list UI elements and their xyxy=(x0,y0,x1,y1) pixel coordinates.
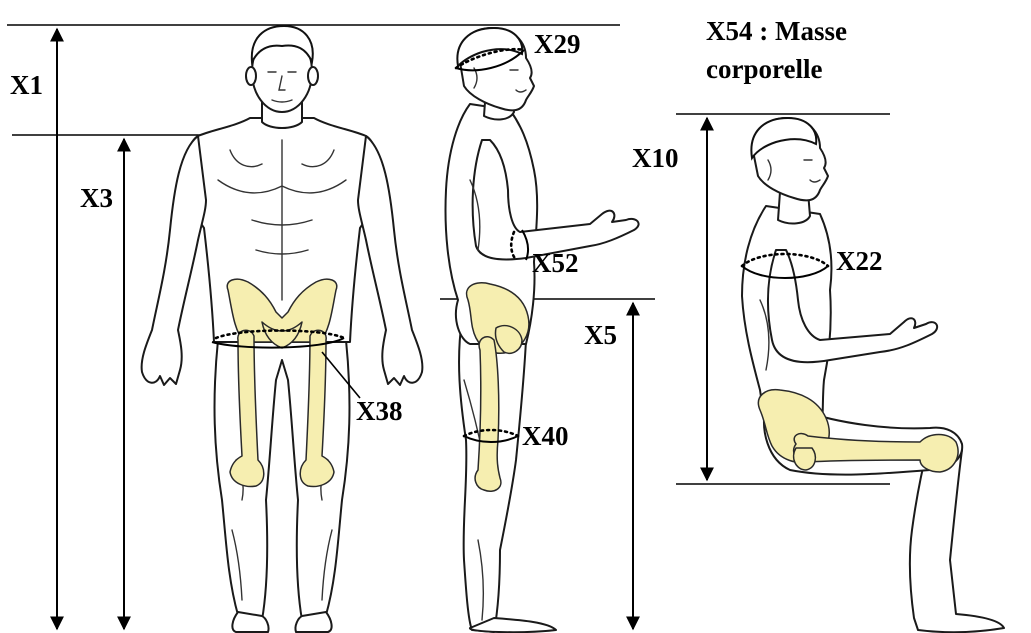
label-x1: X1 xyxy=(10,70,43,100)
front-standing-figure xyxy=(142,26,423,632)
label-x52: X52 xyxy=(532,248,579,278)
label-x3: X3 xyxy=(80,183,113,213)
label-x40: X40 xyxy=(522,421,569,451)
label-x38: X38 xyxy=(356,396,403,426)
label-x29: X29 xyxy=(534,29,581,59)
label-x5: X5 xyxy=(584,320,617,350)
title-line-2: corporelle xyxy=(706,54,822,84)
seated-figure xyxy=(742,118,1004,632)
title-line-1: X54 : Masse xyxy=(706,16,847,46)
label-x10: X10 xyxy=(632,143,679,173)
label-x22: X22 xyxy=(836,246,883,276)
